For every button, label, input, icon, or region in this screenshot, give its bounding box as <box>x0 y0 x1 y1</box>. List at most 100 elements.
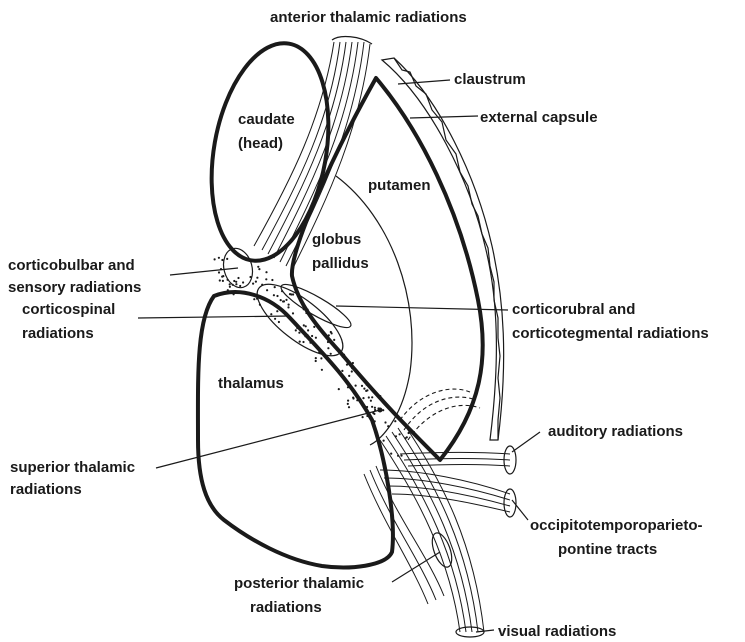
stipple-dot <box>347 400 349 402</box>
stipple-dot <box>374 420 376 422</box>
stipple-dot <box>368 396 370 398</box>
stipple-dot <box>287 306 289 308</box>
stipple-dot <box>232 284 234 286</box>
stipple-dot <box>384 421 386 423</box>
label-corticorubral-2: corticotegmental radiations <box>512 325 709 342</box>
stipple-dot <box>371 406 373 408</box>
label-claustrum: claustrum <box>454 71 526 88</box>
stipple-dot <box>361 385 363 387</box>
label-caudate-2: (head) <box>238 135 283 152</box>
stipple-dot <box>235 281 237 283</box>
stipple-dot <box>303 324 305 326</box>
stipple-dot <box>338 388 340 390</box>
stipple-dot <box>234 290 236 292</box>
label-superior-1: superior thalamic <box>10 459 135 476</box>
stipple-dot <box>404 437 406 439</box>
stipple-dot <box>285 299 287 301</box>
stipple-dot <box>400 455 402 457</box>
label-corticorubral-1: corticorubral and <box>512 301 635 318</box>
stipple-dot <box>374 407 376 409</box>
stipple-dot <box>242 281 244 283</box>
stipple-dot <box>227 289 229 291</box>
label-auditory: auditory radiations <box>548 423 683 440</box>
stipple-dot <box>299 341 301 343</box>
stipple-dot <box>252 283 254 285</box>
stipple-dot <box>227 279 229 281</box>
stipple-dot <box>399 433 401 435</box>
stipple-dot <box>239 285 241 287</box>
stipple-dot <box>315 337 317 339</box>
label-corticobulbar-1: corticobulbar and <box>8 257 135 274</box>
stipple-dot <box>253 298 255 300</box>
stipple-dot <box>346 364 348 366</box>
stipple-dot <box>274 318 276 320</box>
label-putamen: putamen <box>368 177 431 194</box>
stipple-dot <box>343 355 345 357</box>
stipple-dot <box>221 276 223 278</box>
stipple-dot <box>259 296 261 298</box>
stipple-dot <box>281 290 283 292</box>
stipple-dot <box>327 341 329 343</box>
stipple-dot <box>356 399 358 401</box>
stipple-dot <box>249 276 251 278</box>
leader-claustrum <box>398 80 450 84</box>
thalamus-outline <box>198 292 393 567</box>
label-visual: visual radiations <box>498 623 616 640</box>
stipple-dot <box>348 375 350 377</box>
stipple-dot <box>266 289 268 291</box>
stipple-dot <box>276 295 278 297</box>
leader-superior-thalamic <box>156 410 380 468</box>
leader-corticobulbar <box>170 268 238 275</box>
label-superior-2: radiations <box>10 481 82 498</box>
stipple-dot <box>347 386 349 388</box>
stipple-dot <box>313 326 315 328</box>
stipple-dot <box>233 280 235 282</box>
stipple-dot <box>315 357 317 359</box>
stipple-dot <box>366 415 368 417</box>
stipple-dot <box>271 279 273 281</box>
leader-auditory <box>512 432 540 452</box>
stipple-dot <box>258 268 260 270</box>
label-occipito-1: occipitotemporoparieto- <box>530 517 703 534</box>
stipple-dot <box>351 367 353 369</box>
stipple-dot <box>355 385 357 387</box>
label-corticospinal-2: radiations <box>22 325 94 342</box>
stipple-dot <box>255 281 257 283</box>
stipple-dot <box>309 342 311 344</box>
label-corticospinal-1: corticospinal <box>22 301 115 318</box>
stipple-dot <box>305 312 307 314</box>
stipple-dot <box>218 257 220 259</box>
stipple-dot <box>276 310 278 312</box>
stipple-dot <box>330 331 332 333</box>
stipple-dot <box>265 271 267 273</box>
stipple-dot <box>352 397 354 399</box>
stipple-dot <box>328 334 330 336</box>
stipple-dot <box>373 413 375 415</box>
stipple-dot <box>273 294 275 296</box>
stipple-dot <box>295 329 297 331</box>
stipple-dot <box>256 298 258 300</box>
stipple-dot <box>256 277 258 279</box>
stipple-dot <box>292 312 294 314</box>
stipple-dot <box>362 416 364 418</box>
stipple-dot <box>321 369 323 371</box>
stipple-dot <box>259 304 261 306</box>
leader-occipito <box>512 500 528 520</box>
stipple-dot <box>280 299 282 301</box>
stipple-dot <box>305 325 307 327</box>
stipple-dot <box>229 283 231 285</box>
stipple-dot <box>311 335 313 337</box>
stipple-dot <box>226 258 228 260</box>
stipple-dot <box>214 258 216 260</box>
stipple-dot <box>257 266 259 268</box>
stipple-dot <box>370 400 372 402</box>
stipple-dot <box>307 329 309 331</box>
stipple-dot <box>229 286 231 288</box>
label-corticobulbar-2: sensory radiations <box>8 279 141 296</box>
stipple-dot <box>330 353 332 355</box>
stipple-dot <box>333 339 335 341</box>
stipple-dot <box>296 327 298 329</box>
stipple-dot <box>222 280 224 282</box>
stipple-dot <box>366 406 368 408</box>
